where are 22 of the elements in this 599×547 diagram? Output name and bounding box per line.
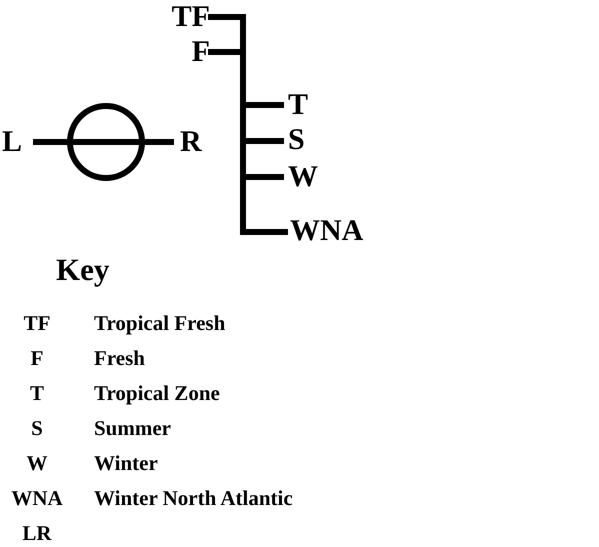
abbreviation: T <box>30 380 44 407</box>
abbreviation: WNA <box>11 484 63 512</box>
mark-label: S <box>288 123 305 157</box>
description: Tropical Fresh <box>94 310 226 337</box>
abbreviation: LR <box>22 520 52 547</box>
description: Winter <box>94 450 158 477</box>
abbreviation: S <box>31 414 43 442</box>
mark-label: T <box>288 88 308 122</box>
mark-label: R <box>180 125 202 159</box>
description: Tropical Zone <box>94 380 220 407</box>
mark-label: TF <box>172 0 210 34</box>
mark-label: WNA <box>290 214 364 248</box>
abbreviation: W <box>26 450 48 477</box>
description: Winter North Atlantic <box>94 484 293 512</box>
mark-label: W <box>288 160 318 194</box>
mark-label: L <box>2 125 22 159</box>
key-heading: Key <box>56 252 110 288</box>
abbreviation: F <box>30 344 44 372</box>
abbreviation: TF <box>24 310 50 337</box>
description: Summer <box>94 414 171 442</box>
description: Fresh <box>94 344 145 372</box>
mark-label: F <box>192 35 210 69</box>
